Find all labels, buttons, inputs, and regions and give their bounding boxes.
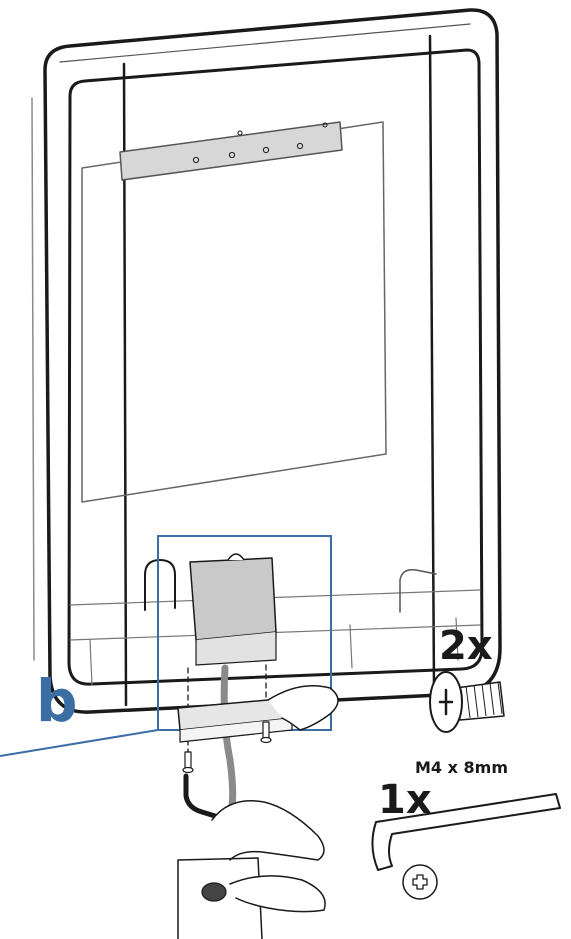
bottom-bracket bbox=[189, 553, 277, 666]
key-quantity: 1x bbox=[378, 777, 432, 823]
hand-holding-key bbox=[211, 800, 325, 861]
screw-phillips-cross bbox=[438, 688, 454, 716]
bracket-tab bbox=[195, 632, 277, 666]
bottom-bracket-plate bbox=[189, 557, 277, 641]
screw-shank bbox=[455, 681, 505, 721]
bracket-hole bbox=[322, 122, 328, 128]
hand-at-outlet bbox=[229, 875, 326, 913]
top-mounting-bracket bbox=[119, 121, 343, 181]
bracket-hole bbox=[192, 156, 200, 164]
phillips-tip-cross bbox=[412, 874, 428, 890]
allen-key-in-use bbox=[183, 773, 231, 823]
right-cable-slot bbox=[399, 568, 437, 613]
bracket-hole bbox=[237, 130, 243, 136]
device-top-lip bbox=[59, 23, 471, 63]
cable-and-mount-assembly bbox=[177, 664, 339, 939]
bracket-hole bbox=[262, 146, 270, 154]
left-cable-slot bbox=[144, 559, 176, 611]
hand-holding-clamp bbox=[267, 685, 339, 731]
cable bbox=[220, 664, 237, 810]
bracket-hole bbox=[296, 142, 304, 150]
detail-callout-leader bbox=[0, 729, 159, 757]
screw-thread bbox=[465, 681, 503, 719]
allen-key-shape bbox=[371, 793, 561, 871]
screw-quantity: 2x bbox=[439, 623, 493, 669]
bracket-hole bbox=[228, 151, 236, 159]
device-right-ridge bbox=[428, 34, 436, 692]
cable-plug bbox=[201, 882, 227, 902]
top-bracket-plate bbox=[119, 121, 343, 181]
screw-upper bbox=[260, 721, 272, 744]
phillips-screw-icon bbox=[429, 671, 505, 733]
screw-lower bbox=[182, 751, 194, 774]
bracket-keyhole bbox=[227, 553, 245, 561]
step-letter: b bbox=[36, 667, 78, 735]
wall-outlet bbox=[177, 857, 263, 939]
screw-spec-label: M4 x 8mm bbox=[415, 758, 508, 777]
device-inner-frame bbox=[67, 48, 484, 686]
device-side-edge bbox=[31, 97, 35, 661]
bottom-slot-edges bbox=[89, 617, 459, 686]
allen-key-icon bbox=[371, 793, 561, 900]
